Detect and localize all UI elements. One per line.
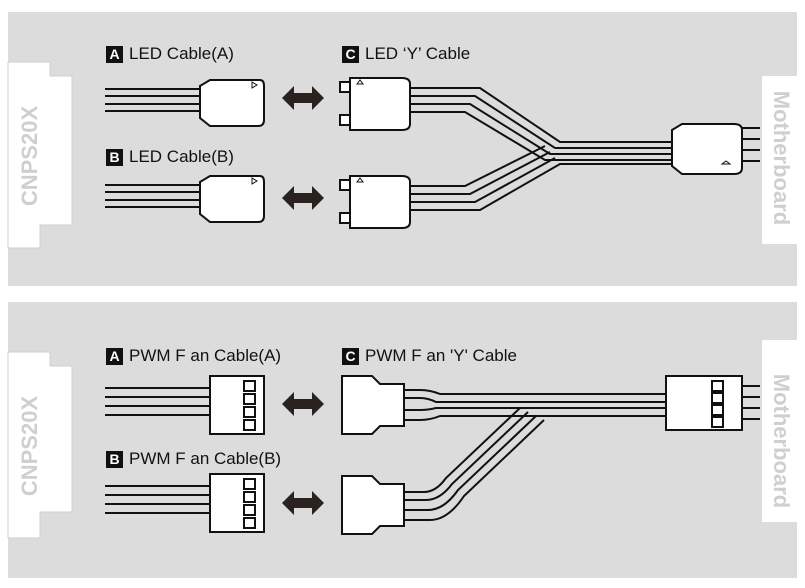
motherboard-label-bottom: Motherboard: [769, 373, 795, 509]
led-label-a: A LED Cable(A): [106, 44, 234, 64]
cnps-label-top: CNPS20X: [17, 105, 43, 207]
double-arrow-pwm-a: [282, 392, 324, 416]
motherboard-block-bottom: [762, 340, 797, 522]
led-label-b-text: LED Cable(B): [129, 147, 234, 166]
pwm-label-b-text: PWM F an Cable(B): [129, 449, 282, 468]
pwm-cable-b: [105, 473, 265, 533]
double-arrow-led-b: [282, 186, 324, 210]
cnps-cooler-shape-top: [7, 61, 73, 249]
badge-a: A: [106, 347, 123, 365]
led-y-cable: [339, 77, 743, 229]
motherboard-pins-top: [742, 127, 760, 162]
pwm-label-a-text: PWM F an Cable(A): [129, 346, 282, 365]
led-label-c: C LED ‘Y’ Cable: [342, 44, 470, 64]
pwm-label-c: C PWM F an 'Y' Cable: [342, 346, 517, 366]
badge-c: C: [342, 347, 359, 365]
motherboard-pins-bottom: [742, 385, 760, 420]
badge-b: B: [106, 450, 123, 468]
pwm-cable-a: [105, 375, 265, 435]
motherboard-label-top: Motherboard: [769, 90, 795, 226]
double-arrow-led-a: [282, 86, 324, 110]
cnps-label-bottom: CNPS20X: [17, 395, 43, 497]
led-label-a-text: LED Cable(A): [129, 44, 234, 63]
led-label-b: B LED Cable(B): [106, 147, 234, 167]
cnps-cooler-shape-bottom: [7, 351, 73, 539]
pwm-y-cable: [341, 375, 743, 535]
badge-a: A: [106, 45, 123, 63]
badge-b: B: [106, 148, 123, 166]
badge-c: C: [342, 45, 359, 63]
pwm-cable-panel: [8, 302, 797, 578]
pwm-label-c-text: PWM F an 'Y' Cable: [365, 346, 517, 365]
pwm-label-a: A PWM F an Cable(A): [106, 346, 281, 366]
pwm-label-b: B PWM F an Cable(B): [106, 449, 281, 469]
led-label-c-text: LED ‘Y’ Cable: [365, 44, 471, 63]
motherboard-block-top: [762, 76, 797, 244]
double-arrow-pwm-b: [282, 491, 324, 515]
led-cable-a: [105, 79, 265, 127]
led-cable-b: [105, 175, 265, 223]
